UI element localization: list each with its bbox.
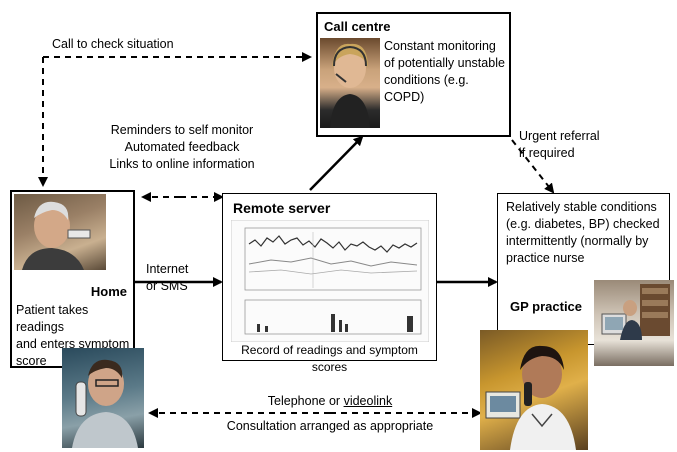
gp-desc-1: Relatively stable conditions bbox=[506, 200, 657, 214]
call-centre-desc-4: COPD) bbox=[384, 90, 425, 104]
reminders-line-2: Automated feedback bbox=[124, 140, 240, 154]
home-desc-2: and enters symptom bbox=[16, 337, 130, 351]
reminders-line-1: Reminders to self monitor bbox=[110, 123, 254, 137]
call-centre-operator-photo bbox=[320, 38, 380, 128]
internet-line-2: or SMS bbox=[146, 279, 188, 293]
call-centre-box: Call centre Constant monitoring of poten… bbox=[316, 12, 511, 137]
practice-nurse-photo bbox=[480, 330, 588, 450]
home-box: Home Patient takes readings and enters s… bbox=[10, 190, 135, 368]
videolink-link[interactable]: videolink bbox=[343, 394, 393, 408]
remote-server-title: Remote server bbox=[233, 200, 331, 216]
call-centre-title: Call centre bbox=[324, 19, 391, 34]
call-to-check-arrow bbox=[38, 52, 312, 187]
home-desc-3: score bbox=[16, 354, 47, 368]
urgent-referral-arrow bbox=[511, 139, 555, 194]
reminders-label: Reminders to self monitor Automated feed… bbox=[97, 122, 267, 173]
home-desc-1: Patient takes readings bbox=[16, 303, 89, 334]
gp-practice-description: Relatively stable conditions (e.g. diabe… bbox=[506, 199, 671, 267]
operator-icon bbox=[330, 43, 370, 128]
urgent-line-1: Urgent referral bbox=[519, 129, 600, 143]
call-centre-desc-3: conditions (e.g. bbox=[384, 73, 469, 87]
telephone-label: Telephone or videolink bbox=[210, 393, 450, 410]
call-to-check-label: Call to check situation bbox=[52, 37, 174, 51]
gp-desc-3: intermittently (normally by bbox=[506, 234, 649, 248]
urgent-line-2: if required bbox=[519, 146, 575, 160]
home-title: Home bbox=[90, 284, 127, 299]
nurse-icon bbox=[485, 345, 576, 450]
urgent-referral-label: Urgent referral if required bbox=[519, 128, 600, 162]
remote-server-box: Remote server Record of readings and sym… bbox=[222, 193, 437, 374]
gp-desc-4: practice nurse bbox=[506, 251, 585, 265]
call-centre-desc-2: of potentially unstable bbox=[384, 56, 505, 70]
internet-line-1: Internet bbox=[146, 262, 189, 276]
patient-icon bbox=[22, 201, 91, 270]
consultation-label: Consultation arranged as appropriate bbox=[226, 419, 434, 433]
server-to-callcentre-arrow bbox=[309, 135, 364, 191]
remote-server-caption: Record of readings and symptom scores bbox=[241, 343, 418, 374]
reminders-line-3: Links to online information bbox=[109, 157, 255, 171]
patient-photo bbox=[14, 194, 106, 270]
gp-office-icon bbox=[601, 284, 670, 340]
server-readings-chart bbox=[231, 220, 429, 342]
internet-label: Internet or SMS bbox=[146, 261, 188, 295]
gp-desc-2: (e.g. diabetes, BP) checked bbox=[506, 217, 660, 231]
gp-office-photo bbox=[594, 280, 674, 366]
patient-on-phone-photo bbox=[62, 348, 144, 448]
call-centre-description: Constant monitoring of potentially unsta… bbox=[384, 38, 512, 106]
gp-practice-title: GP practice bbox=[510, 299, 583, 314]
phone-patient-icon bbox=[72, 359, 138, 448]
home-description: Patient takes readings and enters sympto… bbox=[16, 302, 134, 370]
call-centre-desc-1: Constant monitoring bbox=[384, 39, 496, 53]
telephone-prefix: Telephone or bbox=[267, 394, 344, 408]
